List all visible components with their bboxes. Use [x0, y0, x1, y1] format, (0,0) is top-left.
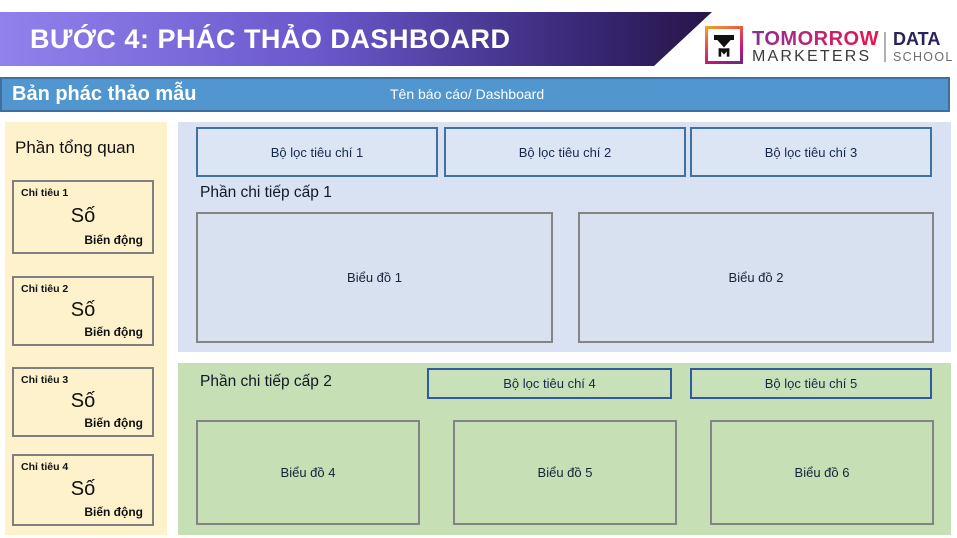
tm-logo-icon [705, 26, 743, 64]
kpi-value: Số [70, 299, 96, 322]
kpi-label: Chỉ tiêu 3 [21, 374, 69, 386]
overview-title: Phần tổng quan [15, 138, 136, 157]
chart-placeholder-5: Biểu đồ 5 [453, 420, 677, 525]
kpi-card-3: Chỉ tiêu 3 Số Biến động [12, 367, 154, 437]
chart-placeholder-1: Biểu đồ 1 [196, 212, 553, 343]
detail-section-1-title: Phần chi tiếp cấp 1 [200, 184, 332, 201]
chart-placeholder-4: Biểu đồ 4 [196, 420, 420, 525]
logo-brand-bottom: MARKETERS [752, 48, 872, 65]
kpi-card-1: Chỉ tiêu 1 Số Biến động [12, 180, 154, 254]
detail-section-1: Bộ lọc tiêu chí 1 Bộ lọc tiêu chí 2 Bộ l… [178, 122, 951, 352]
filter-box-1: Bộ lọc tiêu chí 1 [196, 127, 438, 177]
detail-section-2: Phần chi tiếp cấp 2 Bộ lọc tiêu chí 4 Bộ… [178, 363, 951, 535]
logo-divider [884, 32, 886, 62]
detail-section-2-title: Phần chi tiếp cấp 2 [200, 373, 332, 390]
logo-brand-top: TOMORROW [752, 28, 879, 50]
logo-unit-top: DATA [893, 29, 941, 49]
kpi-card-4: Chỉ tiêu 4 Số Biến động [12, 454, 154, 526]
report-name-placeholder: Tên báo cáo/ Dashboard [390, 86, 545, 102]
kpi-label: Chỉ tiêu 4 [21, 461, 69, 473]
sketch-title: Bản phác thảo mẫu [12, 83, 197, 105]
kpi-label: Chỉ tiêu 2 [21, 283, 69, 295]
filter-box-5: Bộ lọc tiêu chí 5 [690, 368, 932, 399]
overview-panel: Phần tổng quan Chỉ tiêu 1 Số Biến động C… [5, 122, 167, 535]
filter-box-4: Bộ lọc tiêu chí 4 [427, 368, 672, 399]
kpi-label: Chỉ tiêu 1 [21, 187, 69, 199]
chart-placeholder-2: Biểu đồ 2 [578, 212, 934, 343]
kpi-change: Biến động [84, 416, 143, 430]
kpi-change: Biến động [84, 505, 143, 519]
dashboard-title-bar: Bản phác thảo mẫu Tên báo cáo/ Dashboard [0, 77, 950, 112]
filter-box-3: Bộ lọc tiêu chí 3 [690, 127, 932, 177]
filter-box-2: Bộ lọc tiêu chí 2 [444, 127, 686, 177]
kpi-value: Số [70, 205, 96, 228]
step-title: BƯỚC 4: PHÁC THẢO DASHBOARD [30, 23, 511, 54]
chart-placeholder-6: Biểu đồ 6 [710, 420, 934, 525]
kpi-value: Số [70, 390, 96, 413]
kpi-value: Số [70, 478, 96, 501]
logo-unit-bottom: SCHOOL [893, 50, 954, 64]
kpi-change: Biến động [84, 233, 143, 247]
tm-logo-glyph [714, 35, 734, 57]
kpi-card-2: Chỉ tiêu 2 Số Biến động [12, 276, 154, 346]
step-banner: BƯỚC 4: PHÁC THẢO DASHBOARD [0, 12, 712, 66]
kpi-change: Biến động [84, 325, 143, 339]
